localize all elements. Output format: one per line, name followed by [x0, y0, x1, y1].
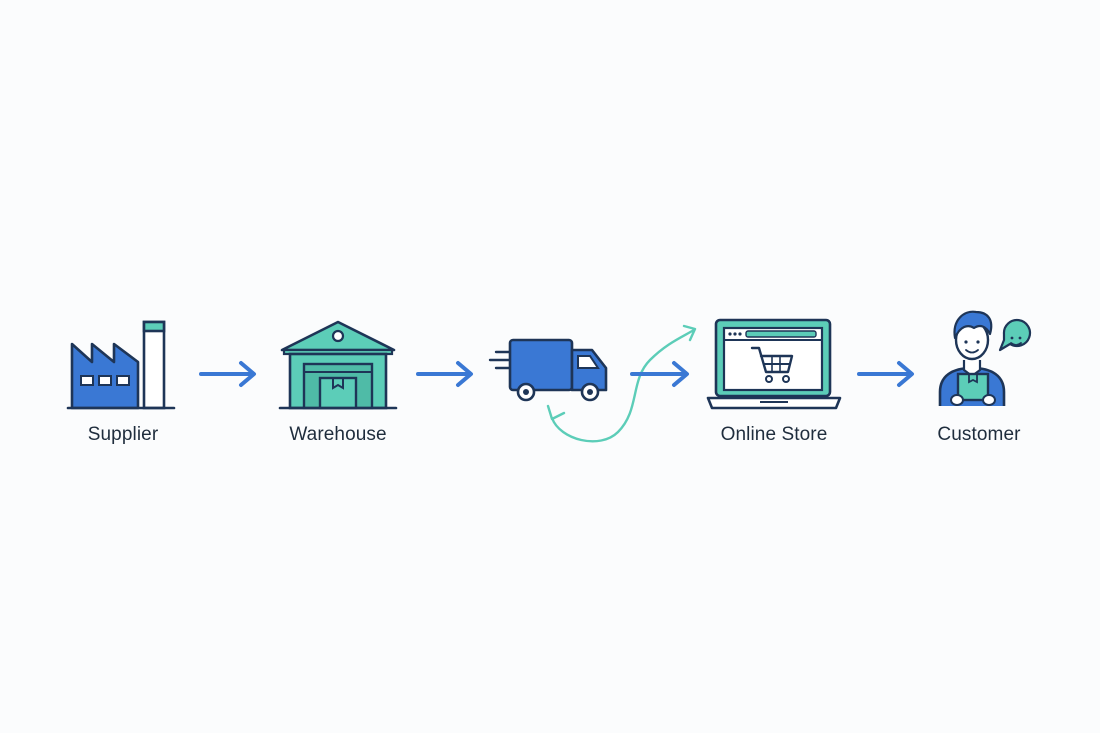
factory-icon: [66, 316, 176, 412]
node-label-warehouse: Warehouse: [289, 424, 387, 445]
arrow-shipping-to-online-store: [628, 358, 694, 390]
customer-with-package-icon: [934, 306, 1038, 412]
curved-return-arrow: [540, 320, 710, 450]
warehouse-icon: [276, 316, 400, 412]
delivery-truck-icon: [486, 334, 614, 404]
arrow-warehouse-to-shipping: [414, 358, 478, 390]
arrow-supplier-to-warehouse: [197, 358, 261, 390]
node-label-supplier: Supplier: [87, 424, 159, 445]
node-label-customer: Customer: [937, 424, 1021, 445]
node-label-online-store: Online Store: [720, 424, 828, 445]
arrow-online-store-to-customer: [855, 358, 919, 390]
laptop-cart-icon: [704, 316, 844, 412]
